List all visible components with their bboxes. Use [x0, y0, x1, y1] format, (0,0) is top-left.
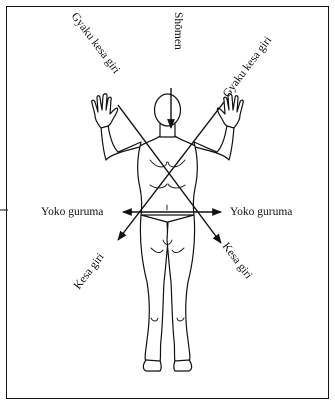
- label-kesa-giri-right: Kesa giri: [220, 241, 255, 282]
- right-arm: [194, 125, 234, 160]
- label-yoko-guruma-right: Yoko guruma: [230, 206, 292, 218]
- left-hand: [92, 94, 118, 128]
- right-leg: [167, 215, 195, 363]
- label-gyaku-kesa-giri-right: Gyaku kesa giri: [221, 34, 274, 99]
- left-leg: [140, 215, 168, 363]
- label-shomen: Shōmen: [172, 12, 184, 50]
- label-kesa-giri-left: Kesa giri: [72, 251, 107, 292]
- label-gyaku-kesa-giri-left: Gyaku kesa giri: [69, 11, 122, 76]
- right-foot: [174, 360, 192, 371]
- left-arm: [101, 125, 141, 160]
- human-figure: [92, 94, 243, 371]
- label-yoko-guruma-left: Yoko guruma: [41, 206, 103, 218]
- head: [155, 94, 181, 126]
- left-foot: [143, 360, 161, 371]
